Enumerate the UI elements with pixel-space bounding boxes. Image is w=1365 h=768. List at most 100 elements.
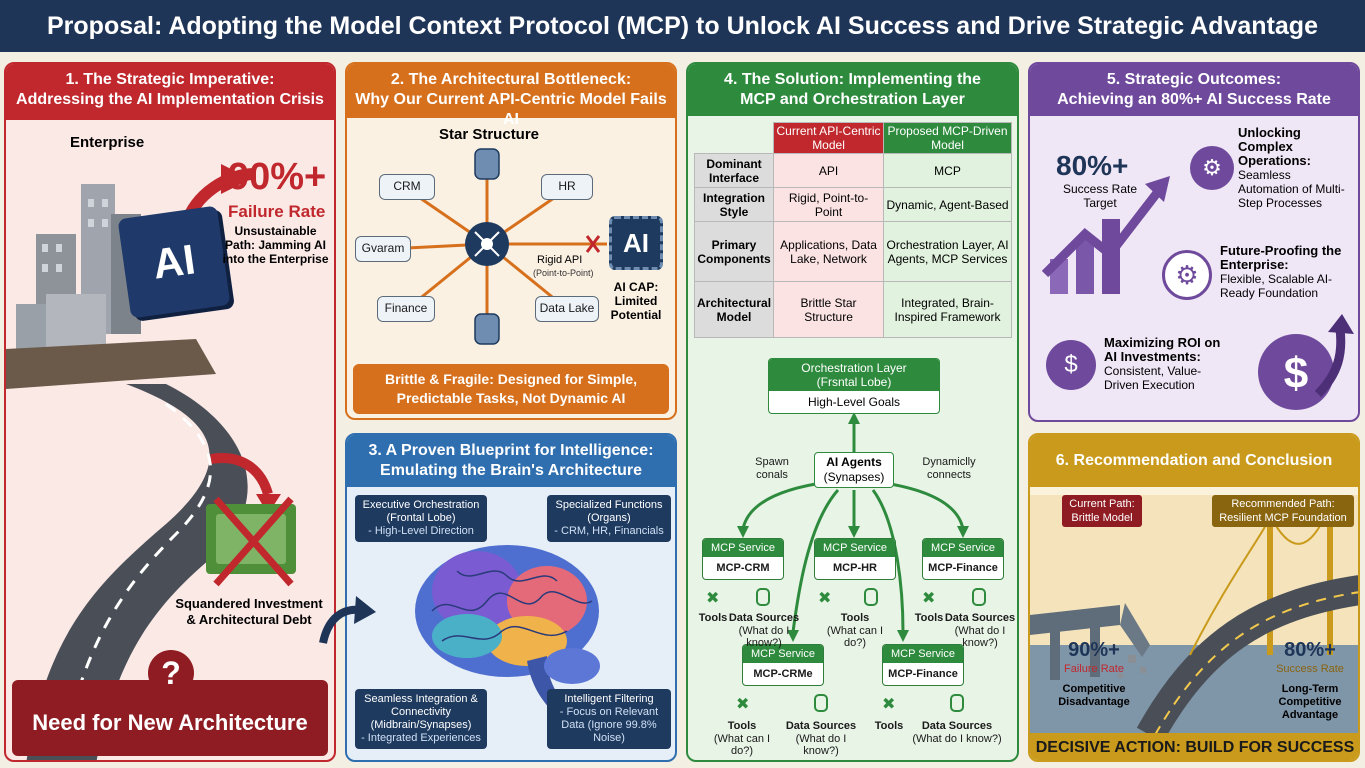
- ai-agents-title: AI Agents: [826, 455, 882, 469]
- rigid-api-label: Rigid API: [537, 254, 583, 266]
- outcome-3-title: Maximizing ROI on AI Investments:: [1104, 335, 1221, 364]
- outcome-1: Unlocking Complex Operations: Seamless A…: [1238, 126, 1354, 211]
- recommended-path-sub: Resilient MCP Foundation: [1219, 512, 1347, 524]
- specialized-functions-sub: - CRM, HR, Financials: [554, 525, 664, 537]
- intelligent-filtering-box: Intelligent Filtering - Focus on Relevan…: [547, 689, 671, 749]
- mcp-service-finance: MCP Service MCP-Finance: [922, 538, 1004, 580]
- outcome-1-sub: Seamless Automation of Multi-Step Proces…: [1238, 168, 1345, 210]
- table-row: Architectural Model Brittle Star Structu…: [693, 281, 1012, 338]
- current-path-sub: Brittle Model: [1071, 512, 1133, 524]
- data-sources-note: (What do I know?): [738, 625, 790, 649]
- squandered-note: Squandered Investment & Architectural De…: [175, 596, 323, 627]
- seamless-integration-box: Seamless Integration & Connectivity (Mid…: [355, 689, 487, 749]
- panel-strategic-outcomes: 5. Strategic Outcomes: Achieving an 80%+…: [1028, 62, 1360, 422]
- success-stat-label: Success Rate Target: [1062, 182, 1138, 210]
- wrench-icon: ✖: [736, 696, 750, 713]
- success-stat: 80%+: [1056, 150, 1129, 181]
- tools-label: Tools: [914, 612, 944, 624]
- node-hr: HR: [541, 174, 593, 200]
- right-stat: 80%+: [1284, 639, 1336, 661]
- mcp-service-name: MCP-HR: [833, 562, 877, 574]
- row-current: API: [773, 153, 885, 188]
- panel-title-line2: Emulating the Brain's Architecture: [380, 462, 642, 479]
- mcp-service-crm: MCP Service MCP-CRM: [702, 538, 784, 580]
- current-path-title: Current Path:: [1069, 498, 1135, 510]
- outcome-3: Maximizing ROI on AI Investments: Consis…: [1104, 335, 1234, 393]
- path-note: Unsustainable Path: Jamming AI into the …: [222, 224, 329, 266]
- wrench-icon: ✖: [706, 590, 720, 607]
- data-sources-label: Data Sources: [921, 720, 993, 732]
- tools-note: (What can I do?): [826, 625, 884, 649]
- panel-header: 6. Recommendation and Conclusion: [1030, 435, 1358, 487]
- row-current: Brittle Star Structure: [773, 281, 885, 338]
- orchestration-title: Orchestration Layer: [801, 361, 907, 375]
- ai-agents-box: AI Agents (Synapses): [814, 452, 894, 488]
- panel-title-line1: 5. Strategic Outcomes:: [1106, 71, 1282, 88]
- dollar-growth-icon: $: [1258, 314, 1354, 410]
- node-data-lake: Data Lake: [535, 296, 599, 322]
- data-sources-note: (What do I know?): [954, 625, 1006, 649]
- mcp-service-name: MCP-Finance: [928, 562, 998, 574]
- ai-block-label: AI: [149, 235, 198, 288]
- panel-header: 3. A Proven Blueprint for Intelligence: …: [347, 435, 675, 487]
- row-label: Architectural Model: [693, 281, 775, 338]
- node-gvaram: Gvaram: [355, 236, 411, 262]
- comparison-table: Current API-Centric Model Proposed MCP-D…: [693, 122, 1012, 338]
- panel-title-line1: 4. The Solution: Implementing the: [724, 71, 981, 88]
- tools-label: Tools: [874, 720, 904, 732]
- panel-header: 2. The Architectural Bottleneck: Why Our…: [347, 64, 675, 128]
- table-header-row: Current API-Centric Model Proposed MCP-D…: [695, 122, 1012, 154]
- mcp-service-label: MCP Service: [815, 539, 895, 557]
- panel-title-line1: 2. The Architectural Bottleneck:: [390, 71, 632, 88]
- database-icon: [756, 588, 770, 606]
- table-row: Integration Style Rigid, Point-to-Point …: [693, 187, 1012, 222]
- seamless-integration-sub: - Integrated Experiences: [361, 732, 481, 744]
- database-icon: [864, 588, 878, 606]
- seamless-integration-title: Seamless Integration & Connectivity (Mid…: [364, 693, 478, 731]
- panel-title-line1: 3. A Proven Blueprint for Intelligence:: [368, 442, 654, 459]
- mcp-service-label: MCP Service: [743, 645, 823, 663]
- question-mark-icon: ?: [148, 650, 194, 696]
- outcome-2-title: Future-Proofing the Enterprise:: [1220, 243, 1342, 272]
- header-current: Current API-Centric Model: [773, 122, 885, 154]
- panel-title-line2: MCP and Orchestration Layer: [740, 91, 965, 108]
- row-current: Applications, Data Lake, Network: [773, 221, 885, 282]
- mcp-service-name: MCP-CRM: [716, 562, 770, 574]
- money-hand-icon: $: [1046, 340, 1096, 390]
- tools-note: (What can I do?): [713, 733, 771, 757]
- wrench-icon: ✖: [818, 590, 832, 607]
- right-note: Long-Term Competitive Advantage: [1278, 683, 1342, 721]
- ai-chip: AI: [609, 216, 663, 270]
- failure-stat-label: Failure Rate: [228, 202, 326, 221]
- tools-label: Tools: [840, 612, 870, 624]
- need-architecture-label: Need for New Architecture: [32, 710, 308, 735]
- mcp-service-name: MCP-Finance: [888, 668, 958, 680]
- exec-orchestration-title: Executive Orchestration (Frontal Lobe): [362, 499, 480, 524]
- row-proposed: MCP: [883, 153, 1012, 188]
- row-current: Rigid, Point-to-Point: [773, 187, 885, 222]
- star-structure-label: Star Structure: [439, 126, 540, 143]
- failure-stat: 90%+: [228, 156, 327, 198]
- ai-agents-sub: (Synapses): [823, 470, 885, 484]
- panel-solution: 4. The Solution: Implementing the MCP an…: [686, 62, 1019, 762]
- row-label: Primary Components: [693, 221, 775, 282]
- svg-text:$: $: [1284, 349, 1308, 398]
- specialized-functions-title: Specialized Functions (Organs): [555, 499, 663, 524]
- exec-orchestration-box: Executive Orchestration (Frontal Lobe) -…: [355, 495, 487, 542]
- data-sources-label: Data Sources: [944, 612, 1016, 624]
- node-crm: CRM: [379, 174, 435, 200]
- panel-header: 1. The Strategic Imperative: Addressing …: [6, 64, 334, 120]
- panel-title-line2: Achieving an 80%+ AI Success Rate: [1057, 91, 1331, 108]
- spawn-note: Spawn conals: [755, 456, 789, 481]
- panel-strategic-imperative: 1. The Strategic Imperative: Addressing …: [4, 62, 336, 762]
- left-note: Competitive Disadvantage: [1058, 683, 1130, 708]
- ai-chip-label: AI: [623, 228, 649, 258]
- mcp-service-label: MCP Service: [883, 645, 963, 663]
- left-stat: 90%+: [1068, 639, 1120, 661]
- panel-recommendation: 6. Recommendation and Conclusion Current…: [1028, 433, 1360, 762]
- data-sources-label: Data Sources: [785, 720, 857, 732]
- left-stat-label: Failure Rate: [1064, 663, 1124, 675]
- panel-header: 4. The Solution: Implementing the MCP an…: [688, 64, 1017, 116]
- data-sources-note: (What do I know?): [912, 733, 1002, 745]
- panel-title-line2: Why Our Current API-Centric Model Fails …: [355, 91, 667, 128]
